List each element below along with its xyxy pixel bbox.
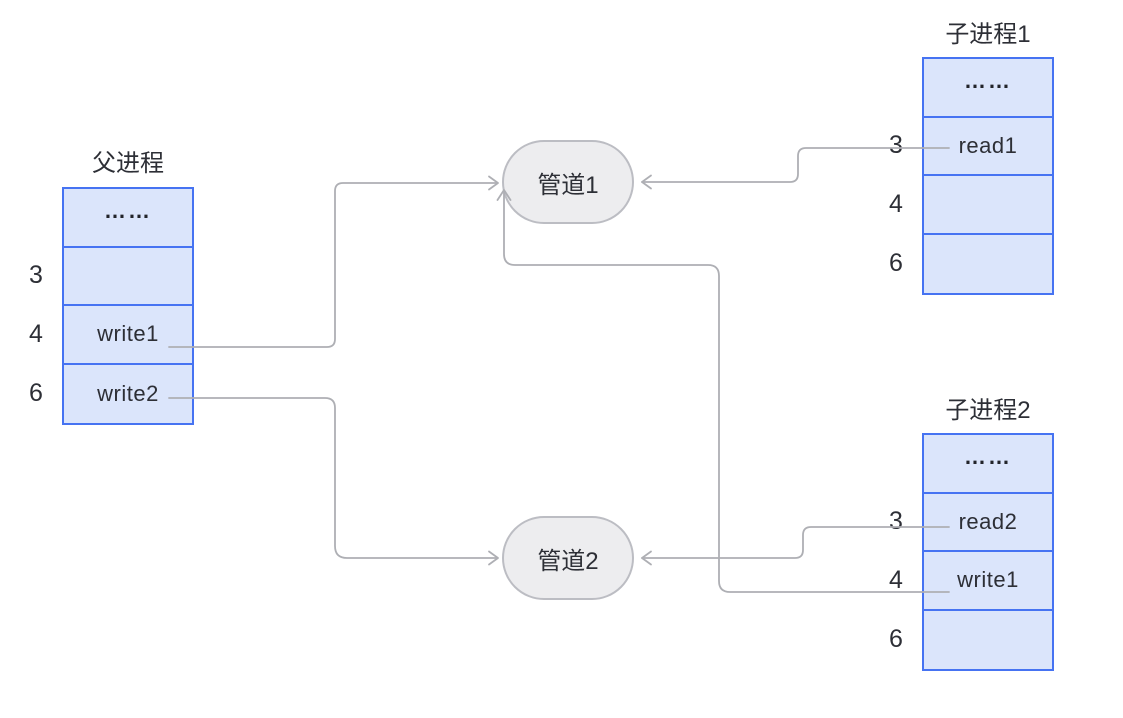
- table-row: 3: [29, 248, 192, 306]
- cell-text: ……: [964, 68, 1012, 94]
- table-row: 6: [889, 611, 1052, 670]
- cell-text: ……: [104, 198, 152, 224]
- parent-process-fd-table: …… 3 4 write1 6 write2: [29, 187, 194, 425]
- table-row: ……: [64, 189, 192, 248]
- fd-number-label: 3: [889, 131, 903, 160]
- cell-text: write1: [97, 321, 159, 347]
- table-row: 3 read2: [889, 494, 1052, 552]
- connector-parent-write1-to-pipe1: [168, 175, 499, 348]
- connector-parent-write2-to-pipe2: [168, 397, 499, 566]
- table-row: ……: [924, 59, 1052, 118]
- cell-text: read2: [958, 508, 1018, 534]
- fd-number-label: 4: [889, 189, 903, 218]
- table-row: 4 write1: [889, 552, 1052, 611]
- pipe1-node: 管道1: [502, 140, 634, 224]
- table-row: 6: [889, 235, 1052, 294]
- fd-number-label: 4: [889, 565, 903, 594]
- fd-number-label: 3: [29, 261, 43, 290]
- child2-process-fd-table: …… 3 read2 4 write1 6: [889, 433, 1054, 671]
- pipe1-label: 管道1: [537, 171, 599, 199]
- child2-process-title: 子进程2: [945, 397, 1031, 424]
- fd-number-label: 4: [29, 319, 43, 348]
- child1-process-title: 子进程1: [945, 21, 1031, 48]
- table-row: 4 write1: [29, 306, 192, 365]
- child1-process-fd-table: …… 3 read1 4 6: [889, 57, 1054, 295]
- cell-text: write2: [97, 380, 159, 406]
- fd-number-label: 3: [889, 507, 903, 536]
- parent-process-title: 父进程: [92, 150, 164, 177]
- table-row: ……: [924, 435, 1052, 494]
- cell-text: write1: [957, 567, 1019, 593]
- fd-number-label: 6: [889, 625, 903, 654]
- fd-number-label: 6: [889, 249, 903, 278]
- table-row: 3 read1: [889, 118, 1052, 176]
- pipe2-label: 管道2: [537, 547, 599, 575]
- cell-text: read1: [958, 132, 1018, 158]
- pipe2-node: 管道2: [502, 516, 634, 600]
- table-row: 6 write2: [29, 365, 192, 424]
- table-row: 4: [889, 176, 1052, 235]
- fd-number-label: 6: [29, 379, 43, 408]
- cell-text: ……: [964, 444, 1012, 470]
